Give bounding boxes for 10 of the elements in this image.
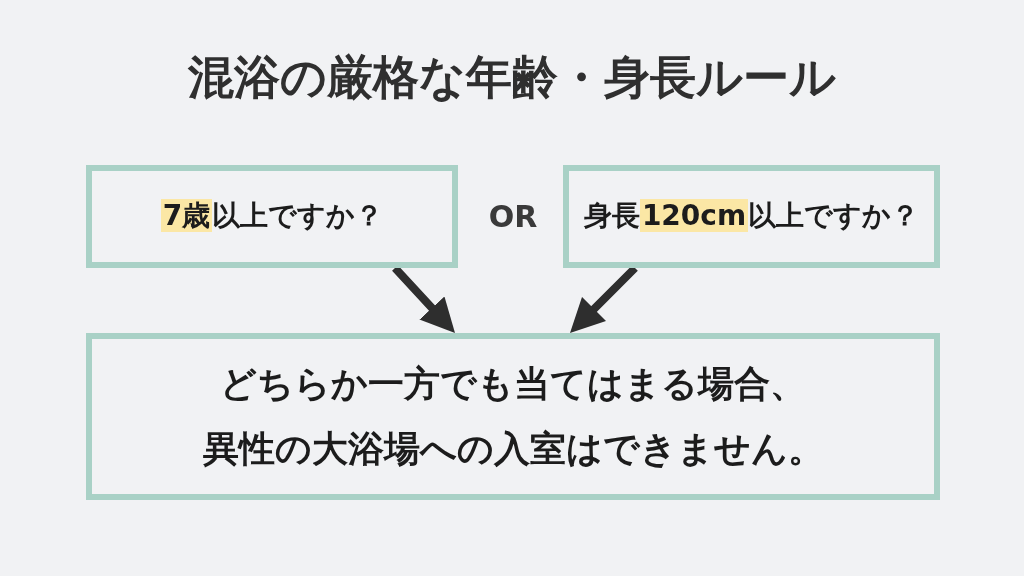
question-text: 身長120cm以上ですか？	[583, 198, 920, 235]
result-text: どちらか一方でも当てはまる場合、異性の大浴場への入室はできません。	[201, 361, 825, 471]
arrow	[567, 265, 638, 336]
arrow	[392, 265, 458, 336]
condition-box	[86, 165, 458, 268]
condition-box	[563, 165, 940, 268]
question-text: 7歳以上ですか？	[160, 198, 384, 235]
title: 混浴の厳格な年齢・身長ルール	[188, 50, 836, 106]
result-box	[86, 333, 940, 500]
or-label: OR	[488, 198, 538, 234]
